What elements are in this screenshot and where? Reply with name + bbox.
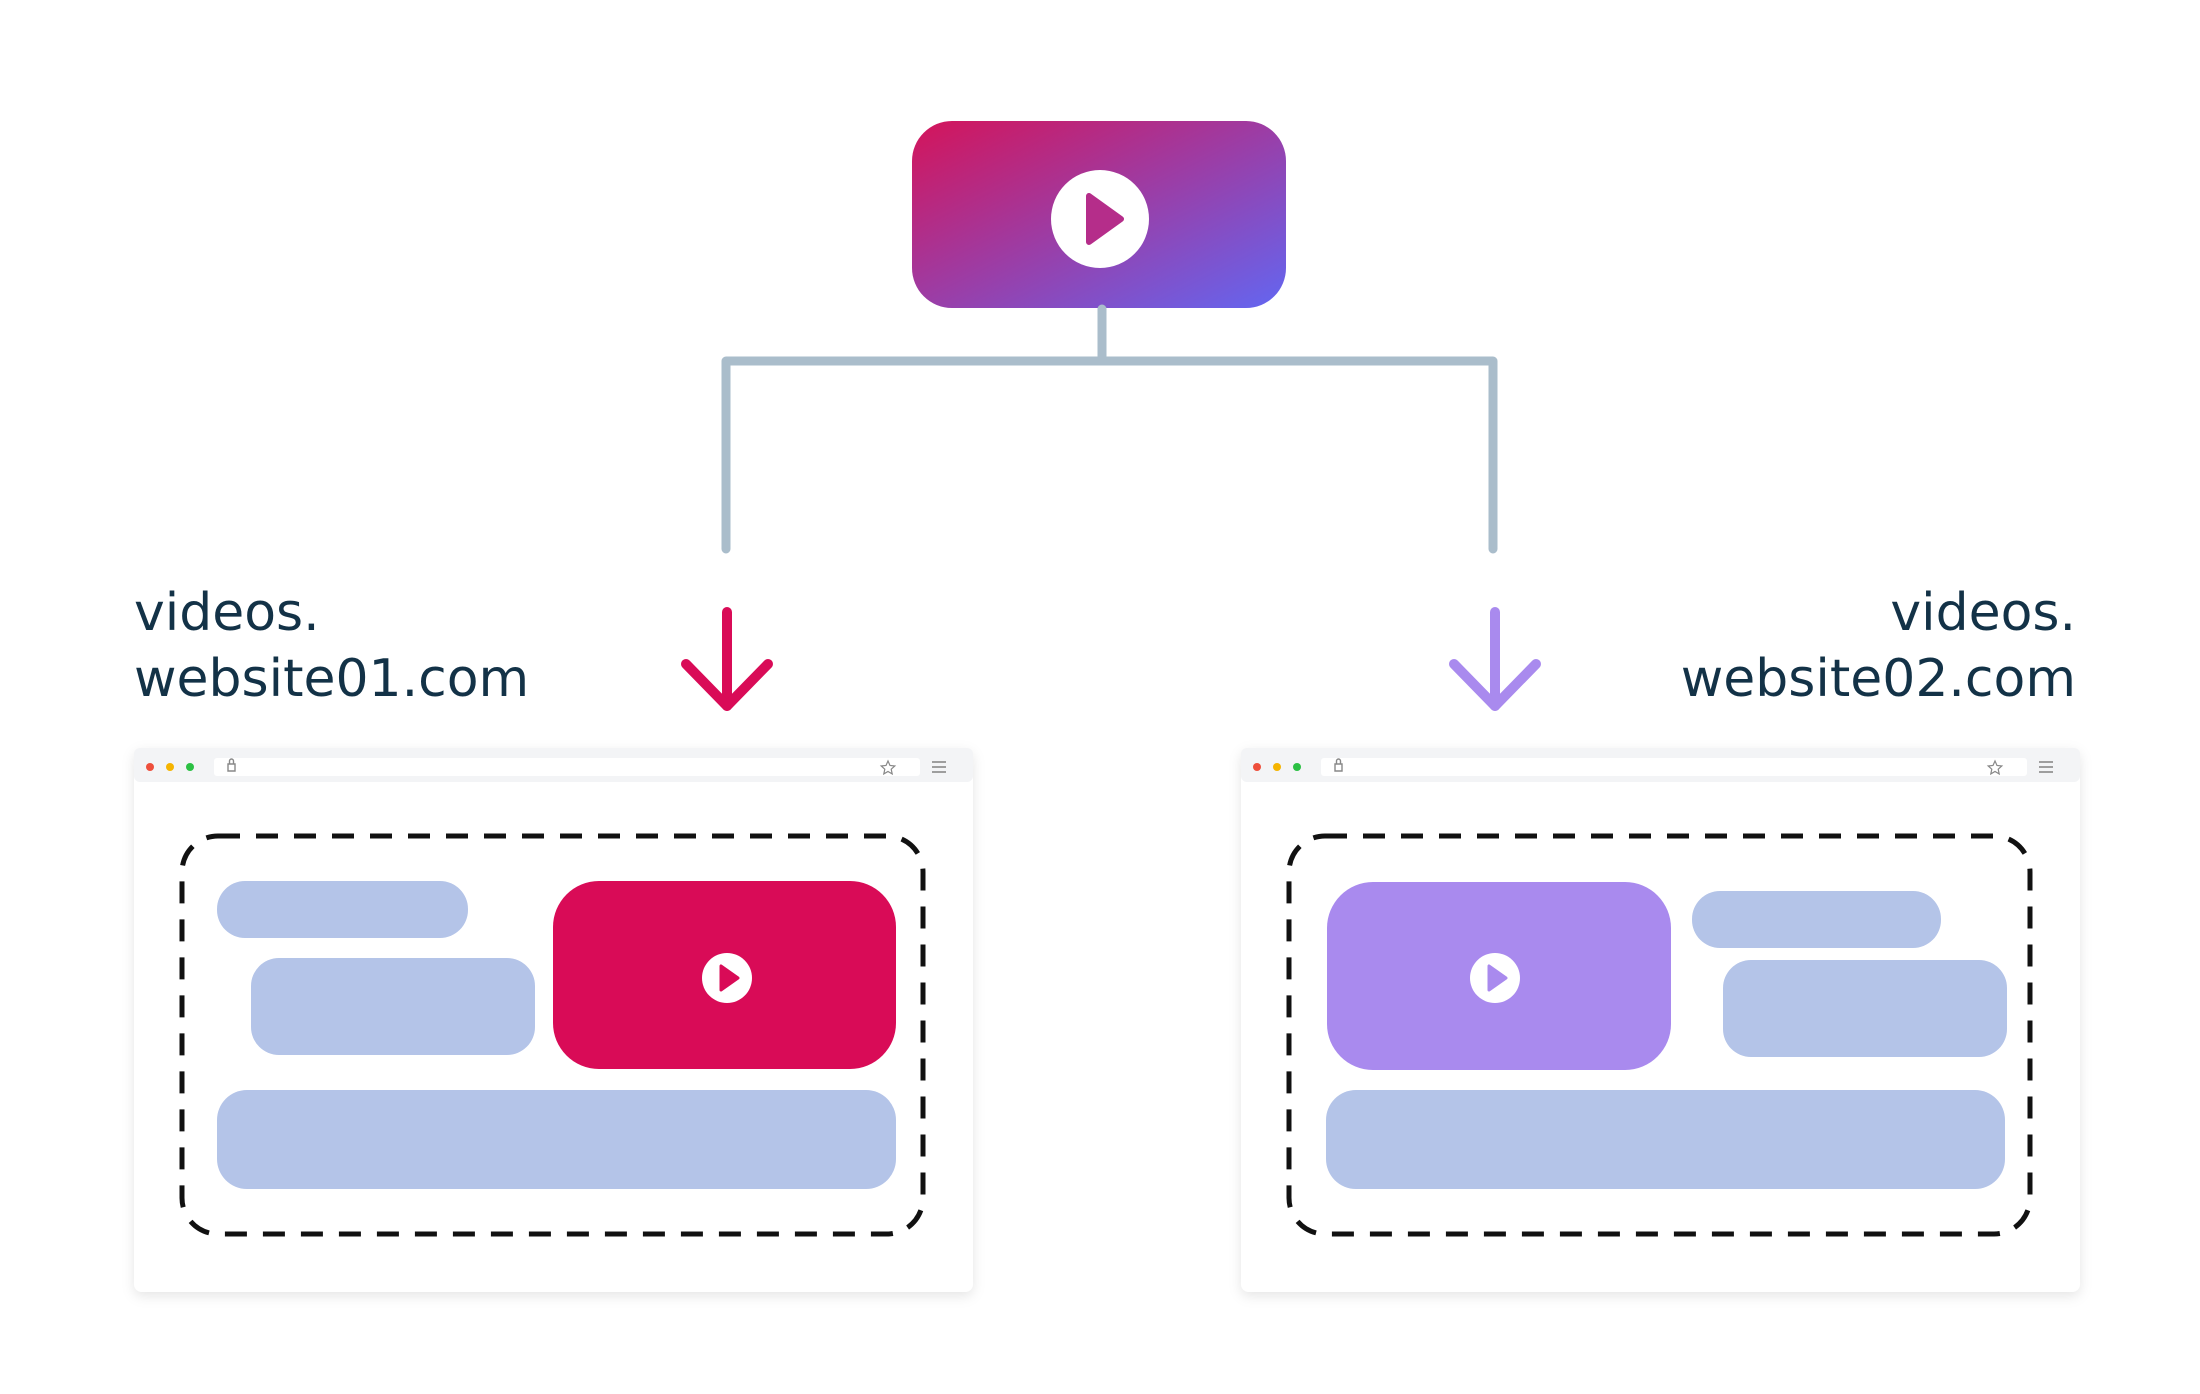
site-domain-label-website01: videos. website01.com [134, 580, 529, 712]
address-bar [214, 758, 920, 776]
domain-line-1: videos. [1890, 583, 2076, 643]
menu-icon [932, 761, 946, 773]
address-bar [1321, 758, 2027, 776]
star-icon [1986, 759, 2004, 776]
content-placeholder [251, 958, 535, 1055]
close-dot-icon [1253, 763, 1261, 771]
lock-icon [1334, 758, 1343, 772]
arrow-down-icon [681, 607, 773, 711]
content-placeholder [1692, 891, 1941, 948]
maximize-dot-icon [186, 763, 194, 771]
source-video-card[interactable] [912, 121, 1286, 308]
play-icon [702, 953, 752, 1003]
connector-lines [721, 304, 1498, 554]
embed-region-outline [1286, 833, 2033, 1237]
embed-region-outline [179, 833, 926, 1237]
play-icon [1051, 170, 1149, 268]
maximize-dot-icon [1293, 763, 1301, 771]
domain-line-2: website02.com [1680, 649, 2076, 709]
lock-icon [227, 758, 236, 772]
content-placeholder [217, 1090, 896, 1189]
browser-window-website01 [134, 748, 973, 1292]
embedded-video-player[interactable] [553, 881, 896, 1069]
content-placeholder [1723, 960, 2007, 1057]
menu-icon [2039, 761, 2053, 773]
star-icon [879, 759, 897, 776]
minimize-dot-icon [166, 763, 174, 771]
play-icon [1470, 953, 1520, 1003]
browser-toolbar [134, 748, 973, 782]
site-domain-label-website02: videos. website02.com [1681, 580, 2076, 712]
minimize-dot-icon [1273, 763, 1281, 771]
domain-line-2: website01.com [134, 649, 530, 709]
arrow-down-icon [1449, 607, 1541, 711]
close-dot-icon [146, 763, 154, 771]
embedded-video-player[interactable] [1327, 882, 1671, 1070]
content-placeholder [1326, 1090, 2005, 1189]
domain-line-1: videos. [134, 583, 320, 643]
browser-window-website02 [1241, 748, 2080, 1292]
content-placeholder [217, 881, 468, 938]
browser-toolbar [1241, 748, 2080, 782]
